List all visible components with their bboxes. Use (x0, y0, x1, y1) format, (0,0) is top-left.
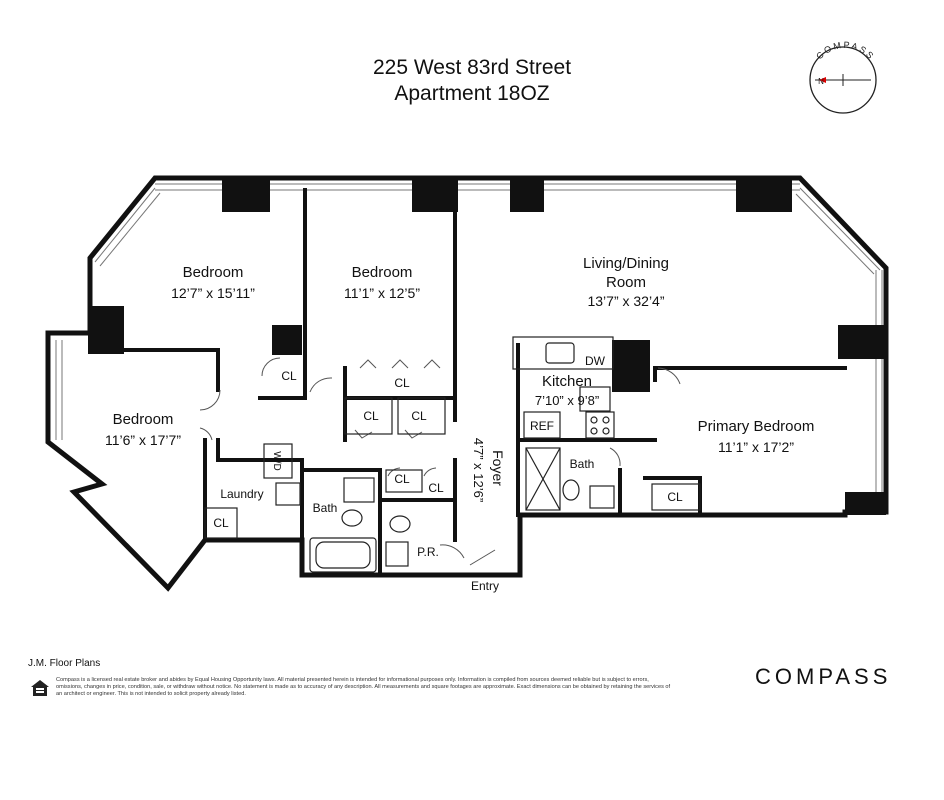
closet-label: CL (363, 409, 379, 423)
bedroom-c-name: Bedroom (113, 411, 174, 428)
living-name-2: Room (606, 274, 646, 291)
equal-housing-icon (31, 680, 49, 696)
doors (199, 357, 681, 566)
kitchen-dims: 7’10” x 9’8” (535, 393, 599, 408)
shower-icon (525, 447, 561, 511)
fixtures (204, 336, 701, 573)
cooktop-icon (585, 411, 615, 439)
compass-north: N (818, 77, 824, 86)
refrigerator (523, 411, 561, 439)
closet-label: CL (411, 409, 427, 423)
brand-logo: COMPASS (755, 664, 892, 689)
bath-sink-icon (589, 485, 615, 509)
address-title: 225 West 83rd Street (372, 56, 572, 79)
closet-label: CL (428, 481, 444, 495)
primary-bedroom-name: Primary Bedroom (698, 418, 815, 435)
entry-label: Entry (471, 579, 499, 593)
laundry-label: Laundry (220, 487, 263, 501)
toilet-icon-2 (341, 509, 363, 527)
living-name-1: Living/Dining (583, 255, 669, 272)
kitchen-sink-icon (545, 342, 575, 364)
powder-room-label: P.R. (417, 545, 439, 559)
compass-label: COMPASS (814, 40, 874, 62)
disclaimer: Compass is a licensed real estate broker… (56, 677, 671, 698)
toilet-icon (562, 479, 580, 501)
bedroom-b-name: Bedroom (352, 264, 413, 281)
bathtub-icon (309, 537, 377, 573)
bedroom-a-name: Bedroom (183, 264, 244, 281)
primary-bedroom-dims: 11’1” x 17’2” (718, 439, 794, 455)
foyer-dims: 4’7” x 12’6” (471, 438, 486, 502)
laundry-sink-icon (275, 482, 301, 506)
toilet-icon-3 (389, 515, 411, 533)
kitchen-name: Kitchen (542, 373, 592, 390)
bedroom-c-dims: 11’6” x 17’7” (105, 432, 181, 448)
credit: J.M. Floor Plans (28, 658, 101, 669)
bath-sink-icon-2 (343, 477, 375, 503)
bath-label: Bath (313, 501, 338, 515)
living-dims: 13’7” x 32’4” (587, 293, 664, 309)
wd-label: W/D (271, 451, 282, 470)
bedroom-b-dims: 11’1” x 12’5” (344, 285, 420, 301)
compass-icon: N COMPASS (809, 40, 877, 114)
dishwasher-label: DW (585, 354, 606, 368)
svg-text:COMPASS: COMPASS (814, 40, 876, 62)
kitchen-cabinet (579, 386, 611, 412)
closet-label: CL (667, 490, 683, 504)
closet-label: CL (213, 516, 229, 530)
closet-label: CL (281, 369, 297, 383)
closet-label: CL (394, 376, 410, 390)
pr-sink-icon (385, 541, 409, 567)
bath-label-primary: Bath (570, 457, 595, 471)
bedroom-a-dims: 12’7” x 15’11” (171, 285, 255, 301)
closet-label: CL (394, 472, 410, 486)
kitchen-counter (512, 336, 614, 370)
foyer-name: Foyer (490, 450, 506, 486)
refrigerator-label: REF (530, 419, 554, 433)
washer-dryer (263, 443, 293, 479)
columns (88, 178, 886, 515)
exterior-wall (45, 175, 889, 592)
unit-title: Apartment 18OZ (394, 82, 550, 105)
